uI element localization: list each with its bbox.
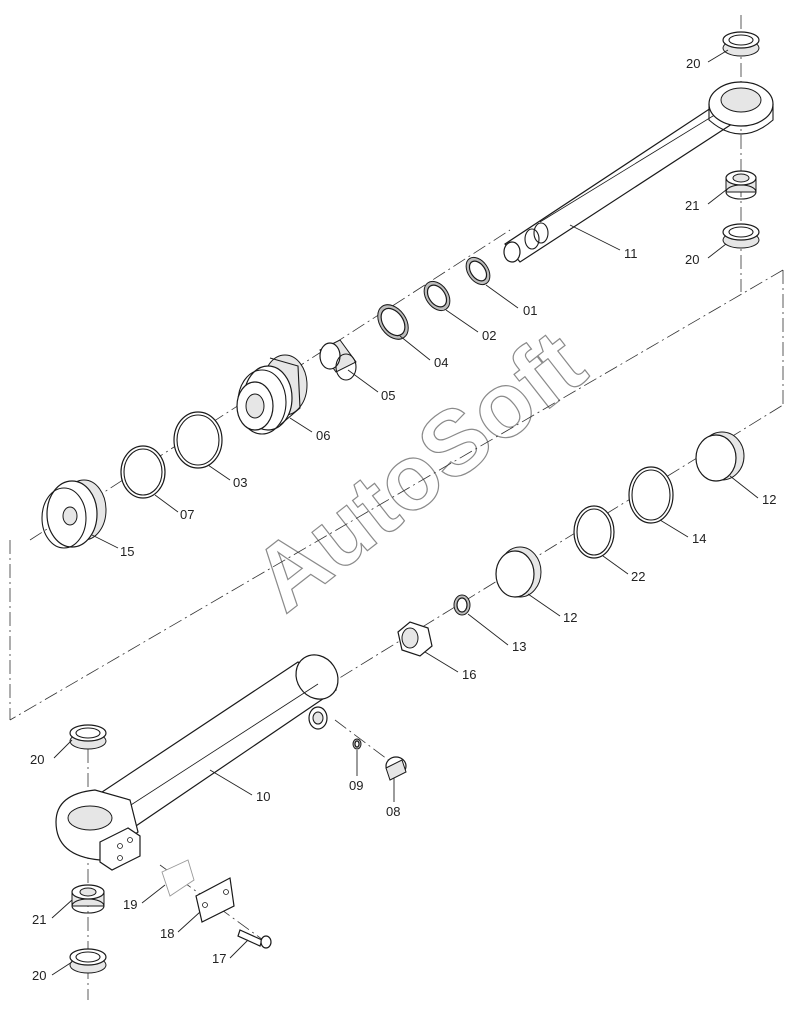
part-10-cylinder-barrel <box>55 654 339 871</box>
callout-04: 04 <box>434 355 448 370</box>
callout-16: 16 <box>462 667 476 682</box>
callout-labels: 20 21 20 11 01 02 04 05 06 03 07 15 12 1… <box>30 56 776 983</box>
part-19-gasket <box>161 859 195 897</box>
callout-06: 06 <box>316 428 330 443</box>
part-21-top-bearing <box>725 170 757 200</box>
part-21-left-bearing <box>71 884 105 914</box>
callout-19: 19 <box>123 897 137 912</box>
part-14-ring <box>628 466 674 524</box>
part-01-ring <box>465 256 491 286</box>
part-20-left-bushing <box>69 724 107 750</box>
part-12-right-ring <box>695 431 745 482</box>
part-20-top-bushing <box>722 31 760 57</box>
part-18-plate <box>195 877 235 923</box>
part-03-oring <box>173 411 223 469</box>
callout-14: 14 <box>692 531 706 546</box>
callout-17: 17 <box>212 951 226 966</box>
callout-07: 07 <box>180 507 194 522</box>
callout-15: 15 <box>120 544 134 559</box>
callout-20-left: 20 <box>30 752 44 767</box>
callout-02: 02 <box>482 328 496 343</box>
part-04-ring <box>377 304 409 340</box>
part-11-piston-rod <box>503 81 774 263</box>
callout-12-mid: 12 <box>563 610 577 625</box>
part-16-nut <box>397 621 433 657</box>
part-20-bottom-bushing <box>69 948 107 974</box>
callout-05: 05 <box>381 388 395 403</box>
part-20-top2-bushing <box>722 223 760 249</box>
part-09-oring <box>352 738 362 750</box>
callout-09: 09 <box>349 778 363 793</box>
part-17-bolt <box>237 929 272 949</box>
callout-22: 22 <box>631 569 645 584</box>
callout-11: 11 <box>624 246 638 261</box>
part-08-plug <box>385 756 407 781</box>
part-02-ring <box>423 280 451 312</box>
callout-10: 10 <box>256 789 270 804</box>
part-15-gland <box>41 479 107 549</box>
callout-08: 08 <box>386 804 400 819</box>
axis-lower-main <box>319 404 784 691</box>
part-22-ring <box>573 505 615 559</box>
callout-20-top2: 20 <box>685 252 699 267</box>
callout-13: 13 <box>512 639 526 654</box>
callout-03: 03 <box>233 475 247 490</box>
part-12-mid-ring <box>495 546 542 598</box>
axis-plug <box>334 719 396 766</box>
leader-lines <box>51 49 759 976</box>
callout-21-top: 21 <box>685 198 699 213</box>
callout-12-right: 12 <box>762 492 776 507</box>
callout-01: 01 <box>523 303 537 318</box>
callout-20-bottom: 20 <box>32 968 46 983</box>
callout-20-top: 20 <box>686 56 700 71</box>
part-13-ring <box>453 594 471 616</box>
callout-21-left: 21 <box>32 912 46 927</box>
part-06-piston <box>236 354 308 435</box>
part-05-sleeve <box>319 339 357 381</box>
part-07-oring <box>120 445 166 499</box>
axis-frame-diagonal <box>9 269 784 721</box>
callout-18: 18 <box>160 926 174 941</box>
